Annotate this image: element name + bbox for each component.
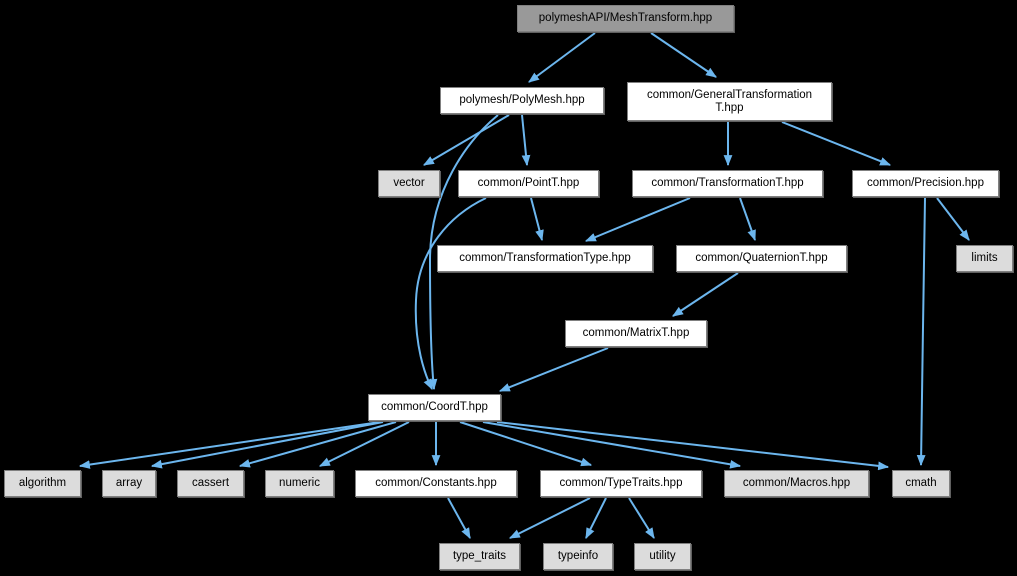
- node-label-utility: utility: [649, 550, 676, 562]
- node-limits[interactable]: limits: [956, 245, 1013, 272]
- node-label-coordt: common/CoordT.hpp: [381, 401, 488, 413]
- node-precision[interactable]: common/Precision.hpp: [852, 170, 999, 197]
- node-label-vector: vector: [393, 177, 425, 189]
- node-label-constants: common/Constants.hpp: [375, 477, 497, 489]
- node-label-generaltrans: common/GeneralTransformation T.hpp: [646, 88, 813, 114]
- node-numeric[interactable]: numeric: [265, 470, 334, 497]
- node-algorithm[interactable]: algorithm: [4, 470, 81, 497]
- node-label-numeric: numeric: [279, 477, 320, 489]
- node-constants[interactable]: common/Constants.hpp: [355, 470, 517, 497]
- node-label-typeinfo: typeinfo: [557, 550, 599, 562]
- node-matrixt[interactable]: common/MatrixT.hpp: [565, 320, 707, 347]
- node-label-pointt: common/PointT.hpp: [477, 177, 580, 189]
- node-typeinfo[interactable]: typeinfo: [543, 543, 613, 570]
- node-transformationt[interactable]: common/TransformationT.hpp: [632, 170, 823, 197]
- node-label-algorithm: algorithm: [18, 477, 67, 489]
- node-label-typetraits: common/TypeTraits.hpp: [559, 477, 683, 489]
- node-cassert[interactable]: cassert: [177, 470, 244, 497]
- node-array[interactable]: array: [102, 470, 156, 497]
- node-label-cmath: cmath: [905, 477, 937, 489]
- node-coordt[interactable]: common/CoordT.hpp: [368, 394, 501, 421]
- node-label-array: array: [115, 477, 143, 489]
- node-pointt[interactable]: common/PointT.hpp: [458, 170, 599, 197]
- node-macros[interactable]: common/Macros.hpp: [724, 470, 869, 497]
- node-label-quaterniont: common/QuaternionT.hpp: [695, 252, 828, 264]
- node-utility[interactable]: utility: [634, 543, 691, 570]
- node-label-transformationtype: common/TransformationType.hpp: [459, 252, 631, 264]
- node-polymesh[interactable]: polymesh/PolyMesh.hpp: [440, 87, 604, 114]
- node-label-transformationt: common/TransformationT.hpp: [651, 177, 804, 189]
- node-typetraits[interactable]: common/TypeTraits.hpp: [540, 470, 702, 497]
- node-vector[interactable]: vector: [378, 170, 440, 197]
- node-label-type_traits: type_traits: [452, 550, 507, 562]
- node-transformationtype[interactable]: common/TransformationType.hpp: [437, 245, 653, 272]
- node-label-cassert: cassert: [191, 477, 230, 489]
- node-cmath[interactable]: cmath: [892, 470, 950, 497]
- node-label-polymesh: polymesh/PolyMesh.hpp: [459, 94, 585, 106]
- node-label-macros: common/Macros.hpp: [742, 477, 851, 489]
- node-label-limits: limits: [971, 252, 998, 264]
- node-generaltrans[interactable]: common/GeneralTransformation T.hpp: [627, 82, 832, 121]
- node-meshtransform[interactable]: polymeshAPI/MeshTransform.hpp: [517, 5, 734, 32]
- node-label-matrixt: common/MatrixT.hpp: [582, 327, 690, 339]
- node-type_traits[interactable]: type_traits: [439, 543, 520, 570]
- node-quaterniont[interactable]: common/QuaternionT.hpp: [676, 245, 847, 272]
- node-label-precision: common/Precision.hpp: [867, 177, 984, 189]
- node-label-meshtransform: polymeshAPI/MeshTransform.hpp: [538, 12, 713, 24]
